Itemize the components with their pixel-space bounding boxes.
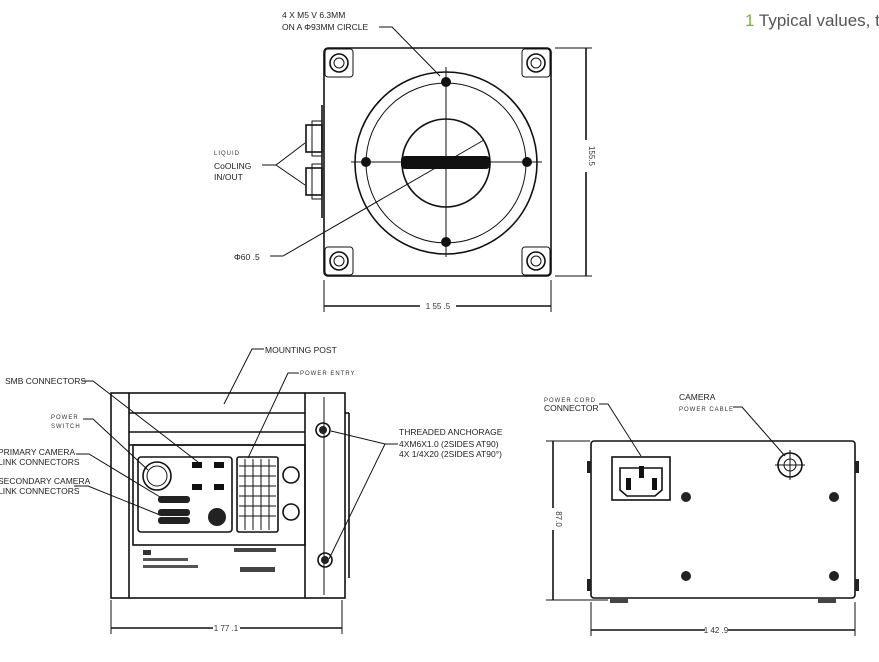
footnote: 1 Typical values, t	[745, 11, 879, 31]
power-cord-connector	[611, 456, 671, 501]
secondary-link-connector	[158, 517, 190, 524]
anchorage-label-2: 4XM6X1.0 (2SIDES AT90)	[399, 439, 499, 449]
anchorage-holes	[315, 397, 350, 595]
anchorage-label-1: THREADED ANCHORAGE	[399, 427, 503, 437]
mounting-post-label: MOUNTING POST	[265, 345, 337, 355]
primary-link-connector	[158, 496, 190, 503]
power-switch-label-2: SWITCH	[51, 424, 81, 430]
ps-width-dimension: 1 42 .9	[704, 626, 729, 635]
corner-mounts	[324, 48, 551, 276]
mount-hole-label: 4 X M5 V 6.3MM	[282, 10, 345, 20]
smb-connectors	[192, 462, 224, 490]
power-supply-body	[590, 440, 856, 599]
ps-height-dimension: 87.0	[554, 511, 563, 527]
power-entry-label: POWER ENTRY	[300, 371, 356, 377]
cooling-label-3: IN/OUT	[214, 172, 243, 182]
aperture-diameter-label: Φ60 .5	[234, 252, 260, 262]
power-entry-grid	[236, 456, 279, 533]
anchorage-label-3: 4X 1/4X20 (2SIDES AT90°)	[399, 449, 502, 459]
smb-connectors-label: SMB CONNECTORS	[5, 376, 86, 386]
power-cord-label-1: POWER CORD	[544, 398, 596, 404]
cooling-label-1: LIQUID	[214, 151, 240, 157]
footnote-text: Typical values, t	[758, 11, 879, 30]
height-dimension: 155.5	[587, 146, 596, 167]
cooling-label-2: CoOLING	[214, 161, 251, 171]
camera-cable-label-1: CAMERA	[679, 392, 716, 402]
rear-view: MOUNTING POST POWER ENTRY SMB CONNECTORS…	[0, 345, 503, 634]
camera-power-cable-port	[775, 450, 805, 480]
front-view: 4 X M5 V 6.3MM ON A Φ93MM CIRCLE LIQUID …	[214, 10, 596, 312]
primary-link-label-1: PRIMARY CAMERA	[0, 447, 75, 457]
camera-cable-label-2: POWER CABLE	[679, 407, 734, 413]
mount-circle-label: ON A Φ93MM CIRCLE	[282, 22, 368, 32]
power-switch-label-1: POWER	[51, 415, 79, 421]
rear-width-dimension: 1 77 .1	[214, 624, 239, 633]
footnote-number: 1	[745, 11, 755, 30]
cooling-ports	[305, 105, 323, 218]
power-switch	[142, 461, 172, 491]
power-supply-view: POWER CORD CONNECTOR CAMERA POWER CABLE …	[544, 392, 859, 636]
width-dimension: 1 55 .5	[426, 302, 451, 311]
secondary-link-label-2: LINK CONNECTORS	[0, 486, 80, 496]
power-cord-label-2: CONNECTOR	[544, 403, 599, 413]
secondary-link-label-1: SECONDARY CAMERA	[0, 476, 91, 486]
primary-link-label-2: LINK CONNECTORS	[0, 457, 80, 467]
camera-body	[323, 47, 552, 277]
